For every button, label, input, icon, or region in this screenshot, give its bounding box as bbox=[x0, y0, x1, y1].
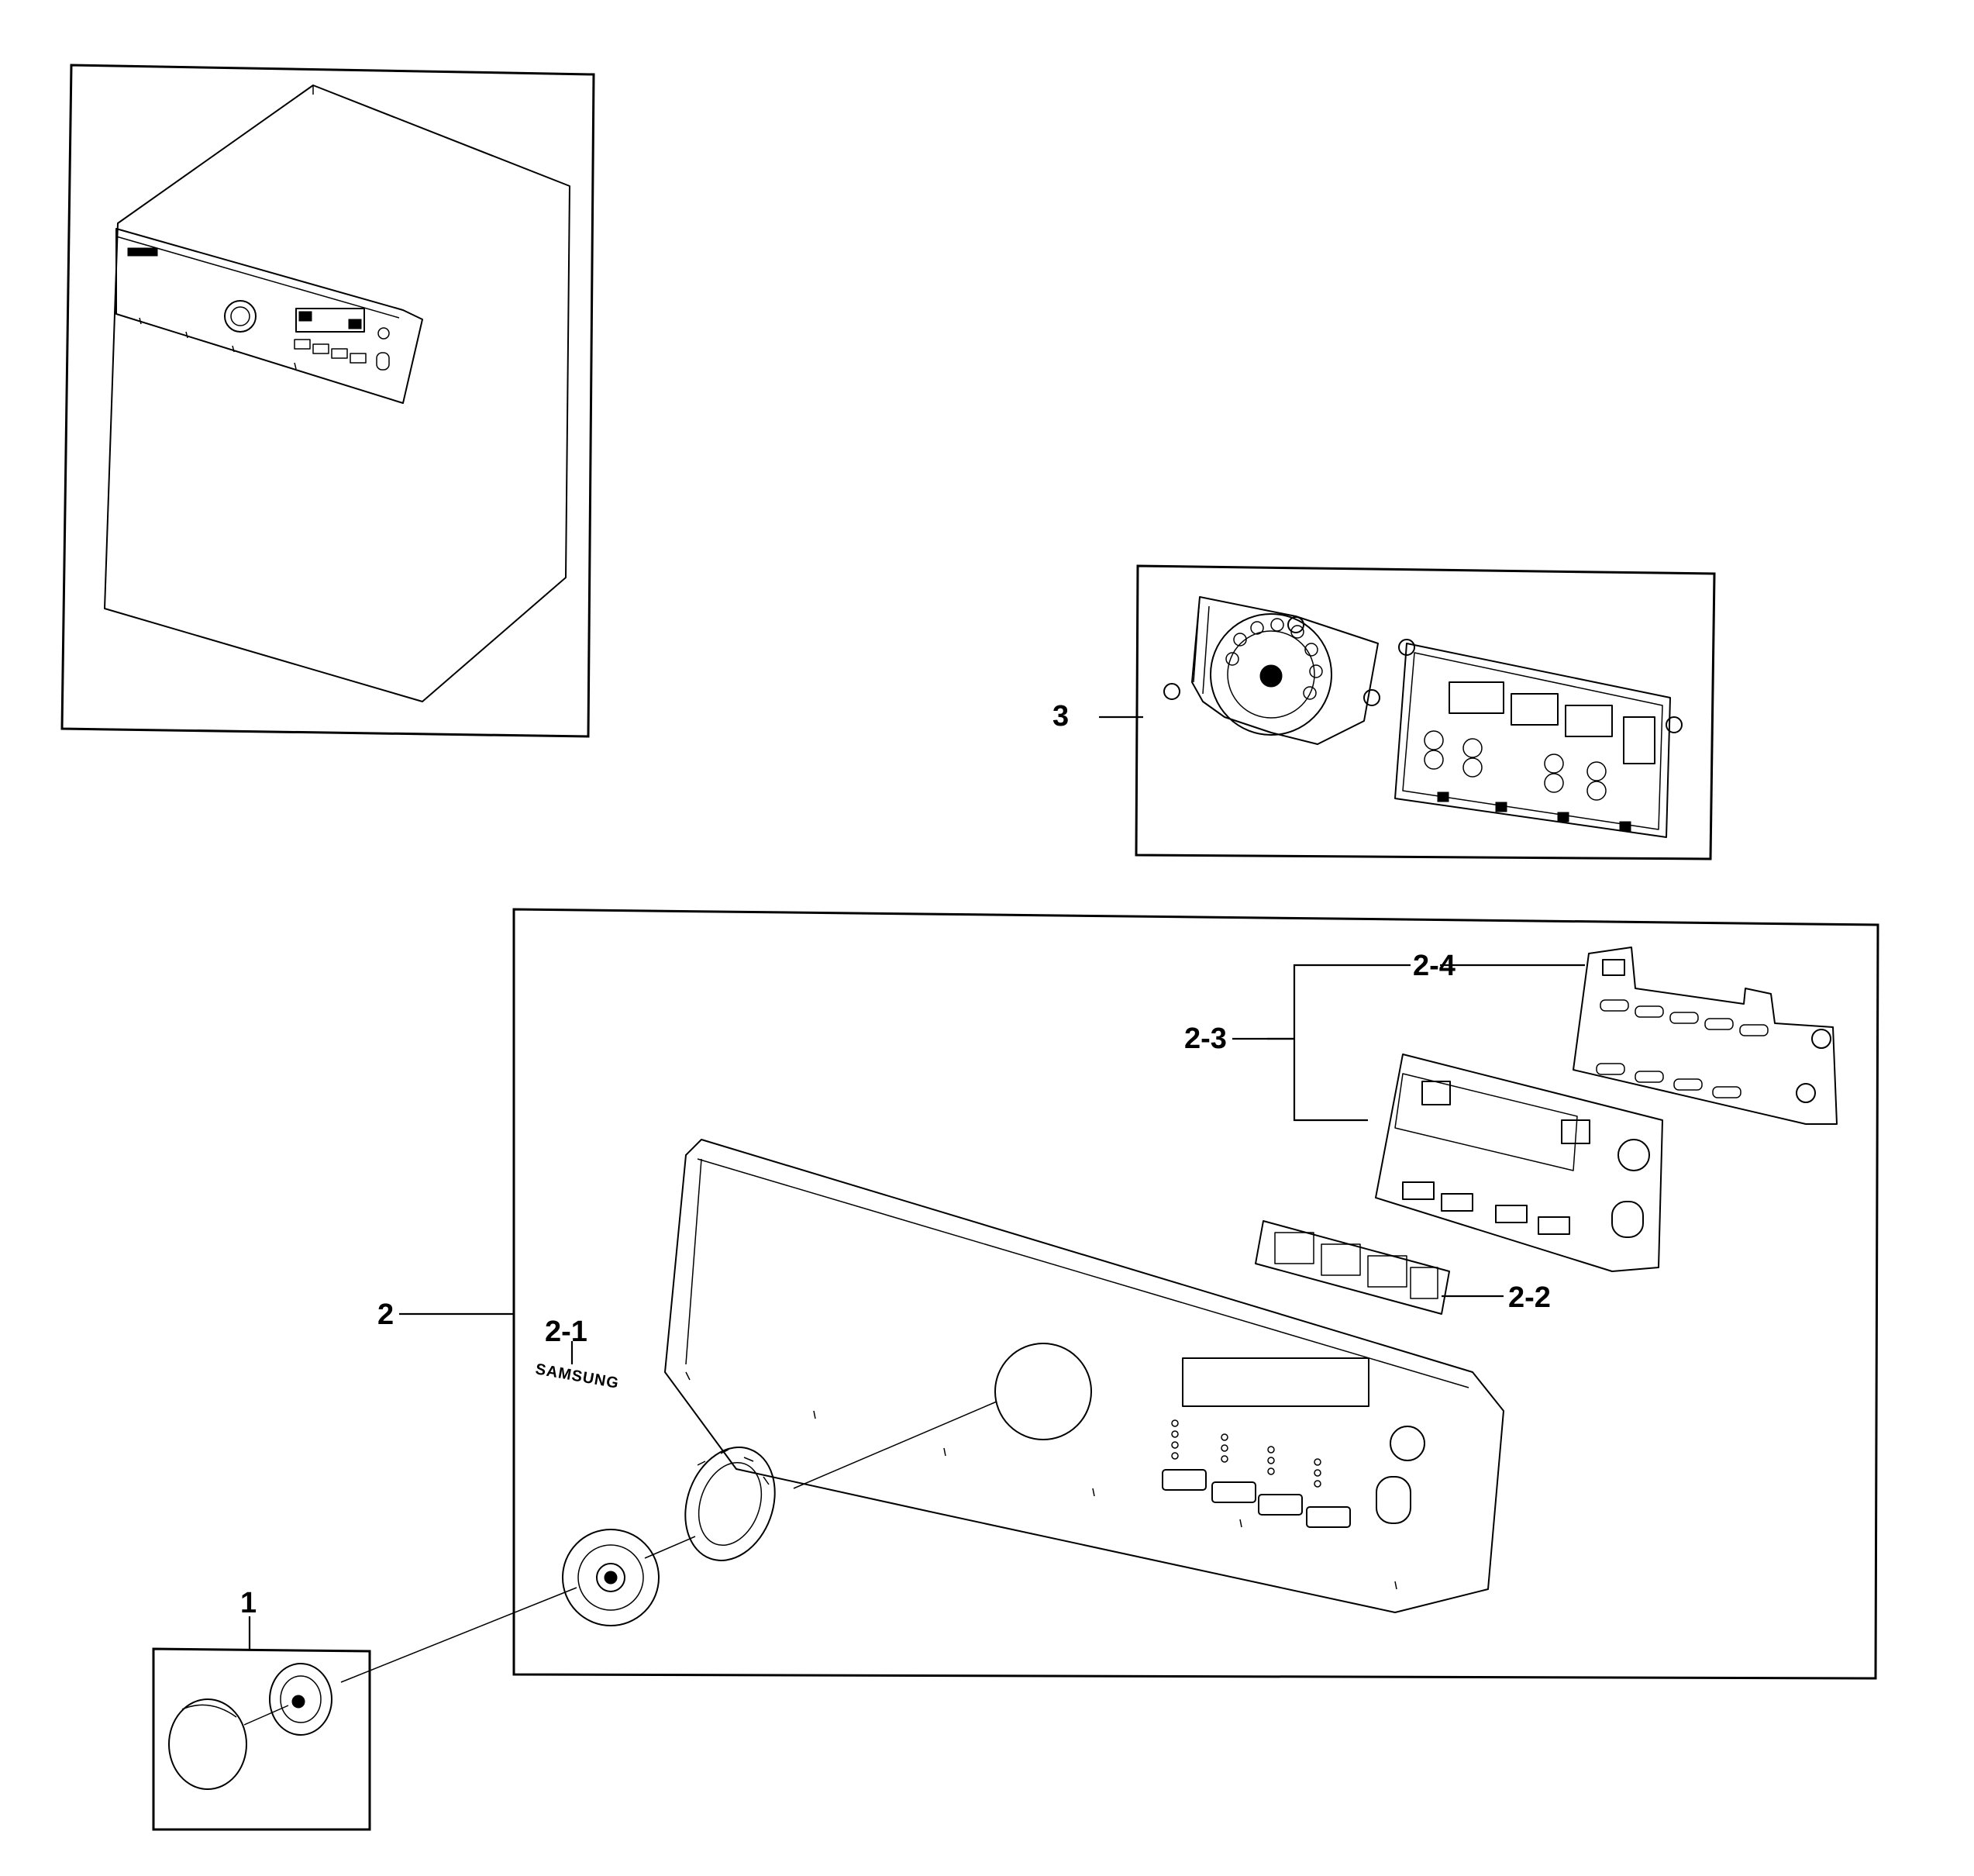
button-block-2-2-illustration bbox=[1255, 1220, 1450, 1315]
control-panel-frame-illustration bbox=[664, 1139, 1504, 1613]
dryer-cabinet-illustration bbox=[104, 84, 570, 702]
callout-2-1: 2-1 bbox=[545, 1316, 587, 1348]
pcb-2-3-illustration bbox=[1375, 1054, 1663, 1272]
knob-ring-illustration bbox=[684, 1447, 776, 1561]
part-2-panel: SAMSUNG bbox=[399, 908, 1879, 1680]
knob-shaft-illustration bbox=[269, 1663, 332, 1736]
pcb-2-4-illustration bbox=[1573, 947, 1838, 1125]
callout-3: 3 bbox=[1052, 700, 1069, 733]
callout-1: 1 bbox=[240, 1587, 257, 1619]
callout-2-2: 2-2 bbox=[1508, 1281, 1551, 1314]
samsung-logo: SAMSUNG bbox=[534, 1360, 620, 1392]
callout-2-3: 2-3 bbox=[1184, 1022, 1227, 1055]
encoder-base-illustration bbox=[562, 1529, 660, 1626]
display-pcb-illustration bbox=[1394, 639, 1683, 838]
knob-cap-illustration bbox=[168, 1698, 247, 1790]
callout-2-4: 2-4 bbox=[1413, 950, 1456, 982]
svg-text:SAMSUNG: SAMSUNG bbox=[534, 1360, 620, 1392]
encoder-housing-illustration bbox=[1163, 596, 1380, 745]
callout-2: 2 bbox=[377, 1298, 394, 1331]
part-3-panel bbox=[1099, 564, 1716, 860]
callout-labels: 3 2 2-1 2-2 2-3 2-4 1 bbox=[240, 700, 1551, 1619]
overview-panel bbox=[60, 64, 595, 738]
part-1-panel bbox=[152, 1587, 577, 1831]
